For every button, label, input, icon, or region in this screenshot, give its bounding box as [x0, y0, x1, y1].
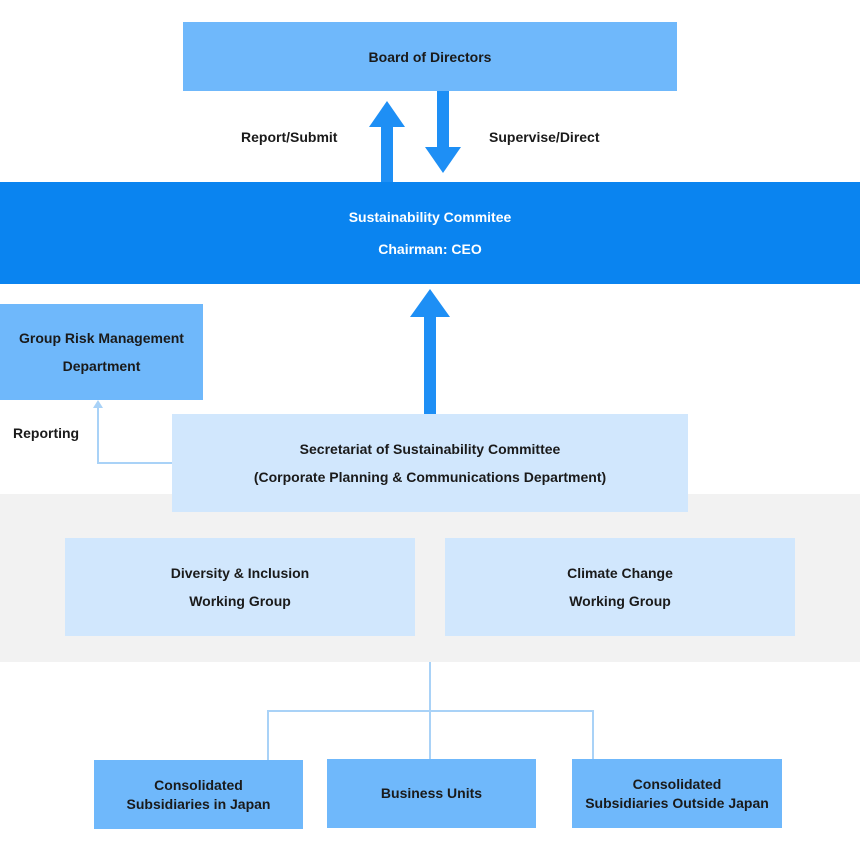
business-units-box: Business Units	[327, 759, 536, 828]
reporting-connector	[97, 404, 172, 464]
reporting-arrowhead	[93, 400, 103, 408]
climate-change-wg-box: Climate Change Working Group	[445, 538, 795, 636]
wg-climate-line2: Working Group	[569, 593, 671, 609]
unit-japan-line2: Subsidiaries in Japan	[126, 795, 271, 812]
risk-dept-line2: Department	[62, 358, 141, 374]
unit-business-line1: Business Units	[380, 785, 483, 801]
risk-dept-line1: Group Risk Management	[19, 330, 184, 346]
unit-tree-connector	[267, 662, 594, 760]
board-label: Board of Directors	[368, 48, 492, 65]
group-risk-management-box: Group Risk Management Department	[0, 304, 203, 400]
diversity-inclusion-wg-box: Diversity & Inclusion Working Group	[65, 538, 415, 636]
committee-chair: Chairman: CEO	[378, 241, 482, 257]
unit-outside-line1: Consolidated	[632, 775, 722, 792]
unit-japan-line1: Consolidated	[154, 776, 243, 793]
committee-title: Sustainability Commitee	[348, 209, 512, 225]
subsidiaries-japan-box: Consolidated Subsidiaries in Japan	[94, 760, 303, 829]
reporting-label: Reporting	[13, 425, 80, 441]
secretariat-line1: Secretariat of Sustainability Committee	[299, 441, 561, 457]
wg-climate-line1: Climate Change	[567, 565, 673, 581]
secretariat-box: Secretariat of Sustainability Committee …	[172, 414, 688, 512]
supervise-direct-label: Supervise/Direct	[489, 129, 600, 145]
secretariat-line2: (Corporate Planning & Communications Dep…	[253, 469, 607, 485]
subsidiaries-outside-japan-box: Consolidated Subsidiaries Outside Japan	[572, 759, 782, 828]
unit-outside-line2: Subsidiaries Outside Japan	[585, 794, 769, 811]
supervise-direct-arrow	[425, 91, 461, 173]
report-submit-label: Report/Submit	[241, 129, 338, 145]
wg-diversity-line1: Diversity & Inclusion	[170, 565, 310, 581]
secretariat-to-committee-arrow	[410, 289, 450, 414]
wg-diversity-line2: Working Group	[189, 593, 291, 609]
board-of-directors-box: Board of Directors	[183, 22, 677, 91]
report-submit-arrow	[369, 101, 405, 183]
sustainability-committee-box: Sustainability Commitee Chairman: CEO	[0, 182, 860, 284]
